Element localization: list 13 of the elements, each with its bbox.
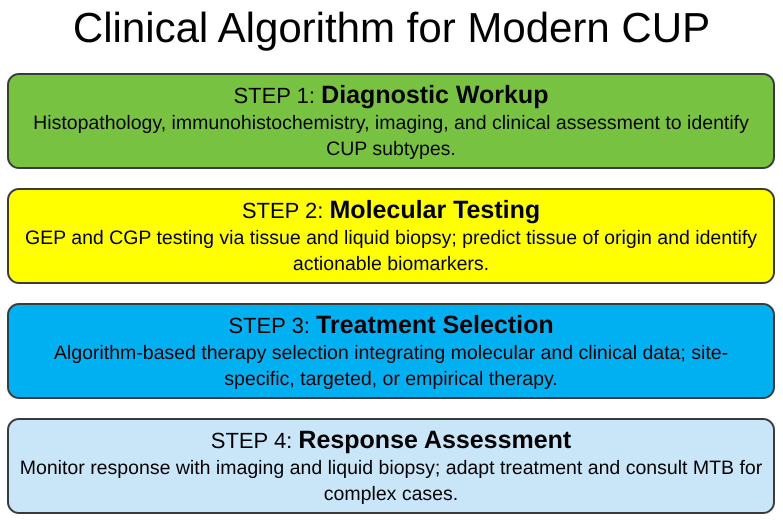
step-description: Algorithm-based therapy selection integrating molecular and clinical data; site-specific, targeted, or empirical therapy. — [52, 341, 730, 392]
step-box — [7, 73, 775, 169]
step-heading: STEP 4: Response Assessment — [210, 425, 572, 456]
step-heading: STEP 3: Treatment Selection — [228, 310, 554, 342]
step-box — [7, 418, 775, 514]
step-box — [7, 188, 775, 284]
step-description: GEP and CGP testing via tissue and liquid biopsy; predict tissue of origin and identify actionable biomarkers. — [24, 226, 758, 277]
diagram-title: Clinical Algorithm for Modern CUP — [72, 4, 712, 52]
step-heading: STEP 1: Diagnostic Workup — [234, 80, 548, 112]
step-description: Monitor response with imaging and liquid biopsy; adapt treatment and consult MTB for complex cases. — [19, 456, 763, 507]
step-description: Histopathology, immunohistochemistry, imaging, and clinical assessment to identify CUP subtypes. — [32, 111, 750, 162]
step-box — [7, 303, 775, 399]
step-heading: STEP 2: Molecular Testing — [242, 195, 540, 226]
